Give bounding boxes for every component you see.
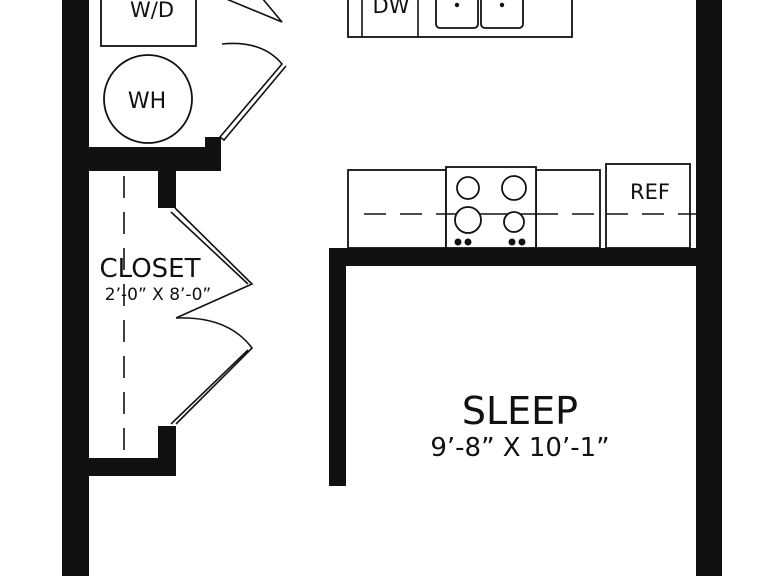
closet-bottom-wall (89, 458, 176, 476)
laundry-door-jamb (205, 137, 221, 149)
washer-dryer: W/D (100, 0, 197, 47)
sink-bowl-right (480, 0, 524, 29)
right-exterior-wall (696, 0, 722, 576)
closet-bifold-door (170, 207, 254, 425)
washer-dryer-box (100, 0, 197, 47)
refrigerator-label: REF (630, 180, 670, 204)
range-knobs (454, 238, 526, 246)
lower-counter-right (535, 169, 601, 249)
closet-door-jamb-top (158, 171, 176, 208)
sleep-top-wall (329, 248, 696, 266)
closet-name: CLOSET (100, 254, 201, 284)
laundry-bifold-door (218, 0, 287, 142)
burner-top-left (456, 176, 480, 200)
dishwasher-label: DW (373, 0, 410, 18)
water-heater-circle (103, 54, 193, 144)
closet-door-jamb-bottom (158, 426, 176, 466)
laundry-bottom-wall (89, 147, 221, 171)
sleep-room-name: SLEEP (462, 389, 578, 433)
washer-dryer-label: W/D (130, 0, 174, 22)
lower-counter-left (347, 169, 447, 249)
burner-bottom-left (454, 206, 482, 234)
burner-top-right (501, 175, 527, 201)
closet-dimensions: 2’-0” X 8’-0” (105, 285, 211, 305)
range-stove (445, 166, 537, 249)
sink-bowl-left (435, 0, 479, 29)
refrigerator-box (605, 163, 691, 249)
sink-drain-right (499, 2, 505, 8)
refrigerator: REF (605, 163, 696, 249)
kitchen-sink (435, 0, 524, 29)
sleep-room-dimensions: 9’-8” X 10’-1” (430, 433, 609, 463)
sleep-left-wall (329, 248, 346, 486)
lower-counter (347, 169, 606, 249)
sink-drain-left (454, 2, 460, 8)
left-exterior-wall (62, 0, 89, 576)
burner-bottom-right (503, 211, 525, 233)
water-heater-label: WH (128, 89, 166, 114)
walls (62, 0, 722, 576)
water-heater: WH (103, 54, 193, 144)
